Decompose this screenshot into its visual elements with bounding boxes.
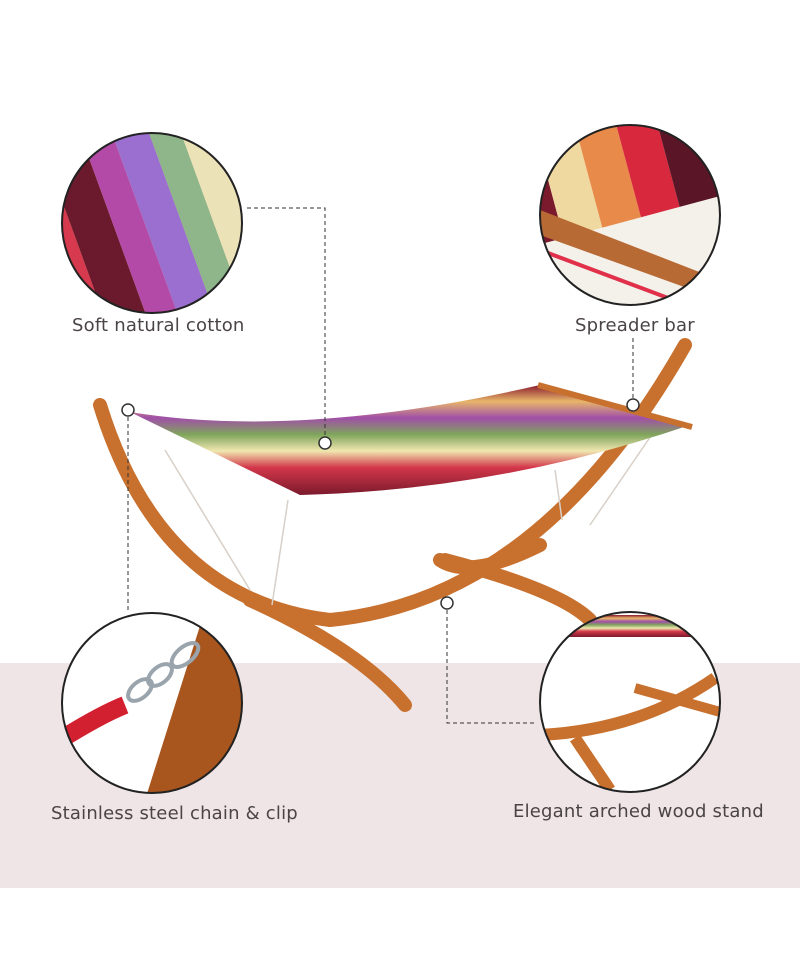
- spreader-bar-closeup-icon: [540, 125, 720, 305]
- callout-label-stand: Elegant arched wood stand: [513, 801, 764, 822]
- spreader-bar: [537, 382, 693, 430]
- callout-label-chain: Stainless steel chain & clip: [51, 803, 298, 824]
- callout-label-cotton: Soft natural cotton: [72, 315, 245, 336]
- hammock-fabric: [130, 385, 690, 495]
- chain-clip-closeup-icon: [62, 613, 242, 793]
- support-ropes: [164, 429, 656, 606]
- fabric-closeup-icon: [62, 133, 242, 313]
- wood-stand: [93, 338, 692, 712]
- callout-label-spreader-bar: Spreader bar: [575, 315, 695, 336]
